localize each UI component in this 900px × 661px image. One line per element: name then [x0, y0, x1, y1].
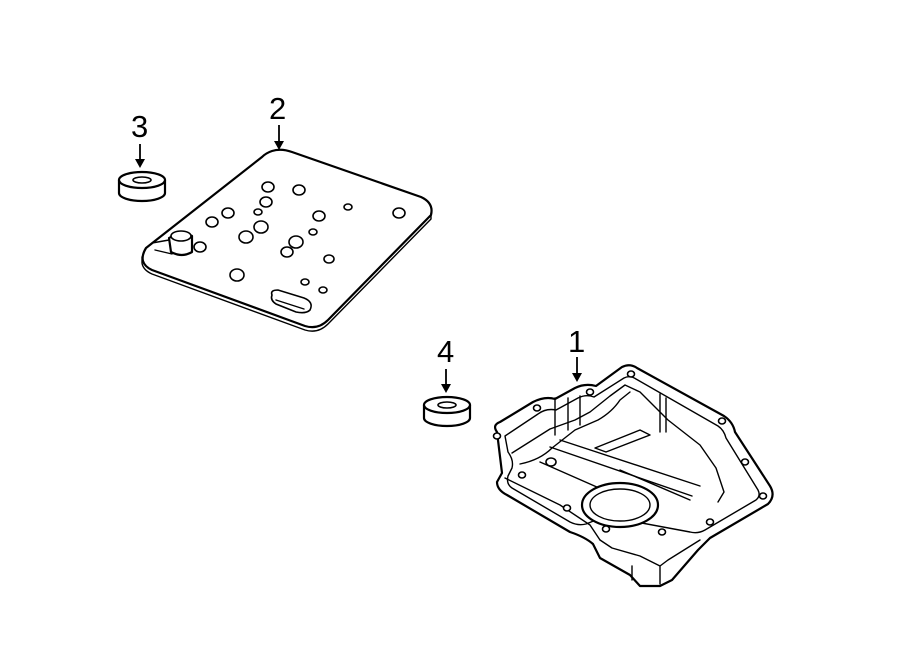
callout-4-arrowhead	[441, 384, 451, 393]
callout-1-arrowhead	[572, 373, 582, 382]
grommet-4	[422, 395, 472, 428]
callout-2-arrowhead	[274, 141, 284, 150]
filter-plate-2	[141, 148, 433, 332]
callout-2-label: 2	[269, 91, 286, 126]
callout-4: 4	[437, 334, 454, 393]
callout-2: 2	[269, 91, 286, 150]
callout-4-label: 4	[437, 334, 454, 369]
oil-pan-1	[492, 364, 774, 588]
callout-3-arrowhead	[135, 159, 145, 168]
callout-1: 1	[568, 324, 585, 382]
callout-3-label: 3	[131, 109, 148, 144]
callout-1-label: 1	[568, 324, 585, 359]
grommet-3	[117, 170, 167, 203]
callout-3: 3	[131, 109, 148, 168]
